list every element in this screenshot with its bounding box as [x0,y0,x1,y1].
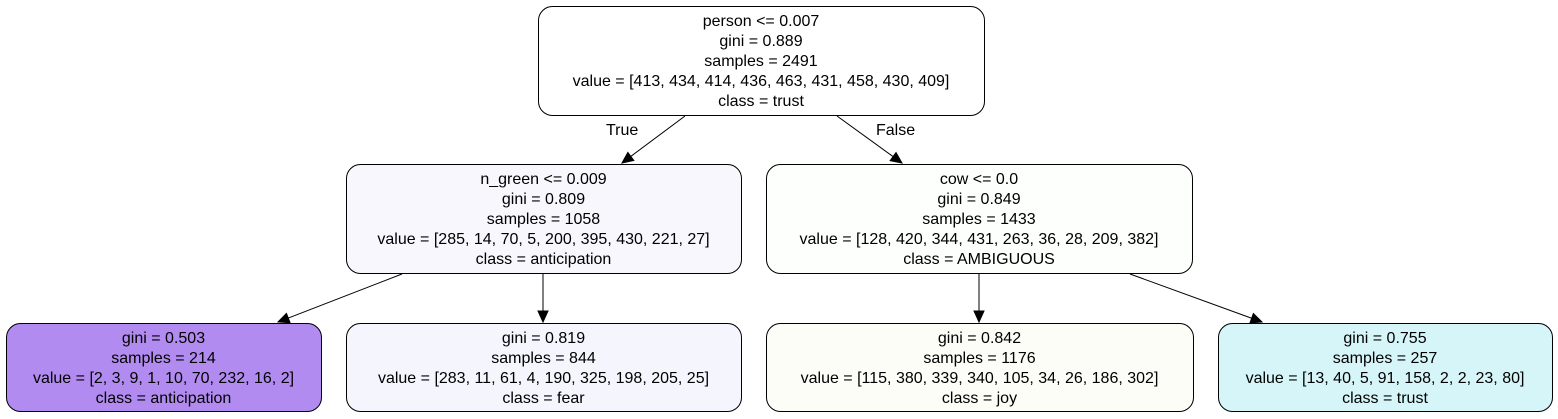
node-line: samples = 1058 [487,211,601,228]
node-line: value = [128, 420, 344, 431, 263, 36, 28… [800,231,1159,248]
edge-root-to-right: False [836,115,915,164]
node-line: gini = 0.809 [502,191,585,208]
edge-left-to-left-right [537,274,549,324]
tree-node-right-right: gini = 0.755 samples = 257 value = [13, 40… [1218,323,1553,412]
arrowhead-icon [973,310,985,324]
edge-label-true: True [606,122,638,139]
node-box [6,323,322,412]
edge-root-to-left: True [606,115,686,164]
edge-line [630,115,686,157]
node-line: samples = 257 [1333,350,1438,367]
node-line: class = fear [502,390,585,407]
arrowhead-icon [276,312,291,324]
edge-line [1129,273,1252,319]
edge-right-to-right-right [1129,273,1264,324]
node-box [538,6,985,116]
node-line: cow <= 0.0 [940,171,1018,188]
arrowhead-icon [621,151,635,164]
node-line: value = [13, 40, 5, 91, 158, 2, 2, 23, 8… [1246,370,1525,387]
edge-right-to-right-left [973,274,985,324]
tree-node-left: n_green <= 0.009 gini = 0.809 samples = 10… [346,164,742,274]
node-line: value = [115, 380, 339, 340, 105, 34, 26… [801,370,1159,387]
tree-node-left-left: gini = 0.503 samples = 214 value = [2, 3, … [6,323,322,412]
nodes-layer: person <= 0.007 gini = 0.889 samples = 249… [6,6,1553,412]
node-line: class = anticipation [96,390,232,407]
arrowhead-icon [889,151,903,164]
edge-line [288,273,403,319]
edge-left-to-left-left [276,273,403,324]
node-line: samples = 214 [111,350,216,367]
node-line: samples = 1433 [922,211,1036,228]
node-line: value = [2, 3, 9, 1, 10, 70, 232, 16, 2] [33,370,294,387]
node-line: value = [413, 434, 414, 436, 463, 431, 4… [573,73,950,90]
tree-node-left-right: gini = 0.819 samples = 844 value = [283, 1… [346,323,742,412]
arrowhead-icon [537,310,549,324]
node-line: class = anticipation [476,251,612,268]
node-line: gini = 0.889 [719,33,802,50]
node-line: n_green <= 0.009 [480,171,606,188]
tree-node-root: person <= 0.007 gini = 0.889 samples = 249… [538,6,985,116]
node-line: samples = 2491 [704,53,818,70]
edge-label-false: False [876,122,915,139]
node-line: samples = 1176 [923,350,1035,367]
node-box [1218,323,1553,412]
node-box [766,323,1194,412]
node-line: gini = 0.819 [502,330,585,347]
node-line: class = trust [718,93,804,110]
node-line: value = [285, 14, 70, 5, 200, 395, 430, … [377,231,709,248]
node-line: gini = 0.849 [937,191,1020,208]
node-box [346,323,742,412]
node-line: gini = 0.842 [938,330,1021,347]
node-line: gini = 0.755 [1343,330,1426,347]
tree-node-right-left: gini = 0.842 samples = 1176 value = [115, … [766,323,1194,412]
node-line: class = AMBIGUOUS [903,251,1055,268]
node-line: value = [283, 11, 61, 4, 190, 325, 198, … [378,370,709,387]
node-line: person <= 0.007 [703,13,820,30]
tree-node-right: cow <= 0.0 gini = 0.849 samples = 1433 valu… [766,164,1193,274]
node-line: samples = 844 [491,350,596,367]
arrowhead-icon [1249,312,1264,324]
node-box [346,164,742,274]
node-line: gini = 0.503 [122,330,205,347]
node-box [766,164,1193,274]
edges-layer: True False [276,115,1264,324]
node-line: class = joy [942,390,1017,407]
node-line: class = trust [1342,390,1428,407]
edge-line [836,115,894,157]
